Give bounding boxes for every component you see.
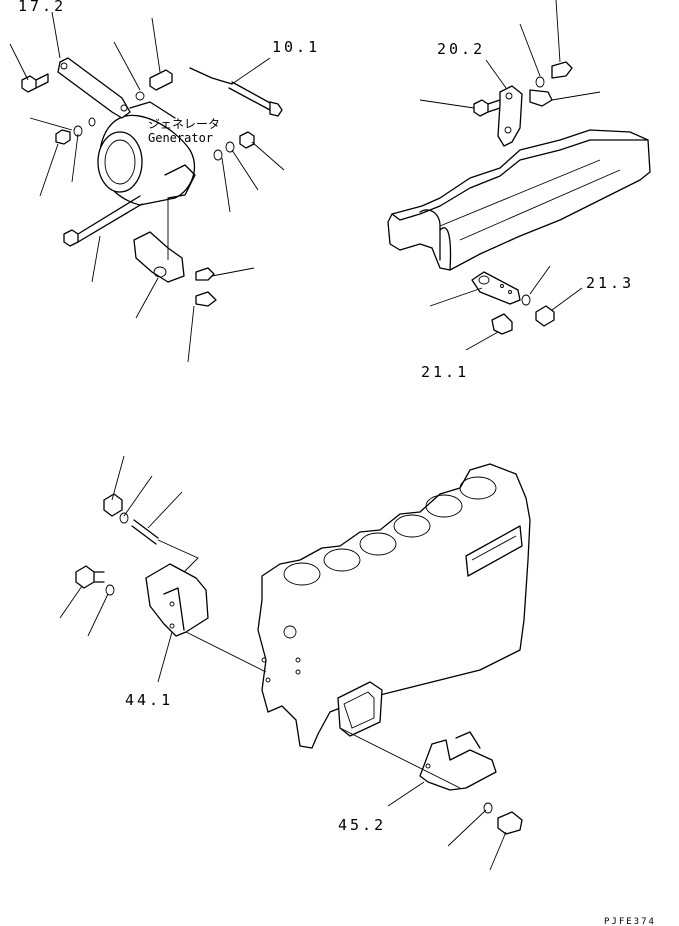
generator-body (97, 101, 196, 206)
generator-label-jp: ジェネレータ (148, 117, 220, 131)
ref-21-3: 21.3 (586, 274, 634, 292)
stud-upper (135, 69, 173, 101)
ref-10-1: 10.1 (272, 38, 320, 56)
leaders-manifold (419, 0, 601, 351)
ref-21-1: 21.1 (421, 363, 469, 381)
drawing-code: PJFE374 (604, 917, 656, 926)
ref-45-2: 45.2 (338, 816, 386, 834)
generator-label-en: Generator (148, 131, 213, 145)
engine-block (257, 463, 531, 749)
generator-assembly (9, 11, 285, 363)
bolt-upper-left (21, 73, 49, 93)
washer-right (213, 131, 255, 161)
ref-20-2: 20.2 (437, 40, 485, 58)
manifold-assembly (387, 0, 651, 351)
long-bolt-lower (63, 195, 143, 247)
rear-mount-bracket (419, 731, 523, 835)
leaders-block (59, 455, 507, 871)
front-mount-bracket (75, 493, 209, 637)
leaders-generator (9, 11, 285, 363)
manifold-bracket-lower (471, 271, 555, 335)
mount-bracket-lower (133, 231, 217, 307)
adjust-bracket (57, 57, 131, 119)
ref-44-1: 44.1 (125, 691, 173, 709)
nut-left (55, 117, 96, 145)
long-bolt-10-1 (189, 67, 283, 117)
manifold-bracket-upper (473, 61, 573, 147)
ref-17-2: 17.2 (18, 0, 66, 15)
